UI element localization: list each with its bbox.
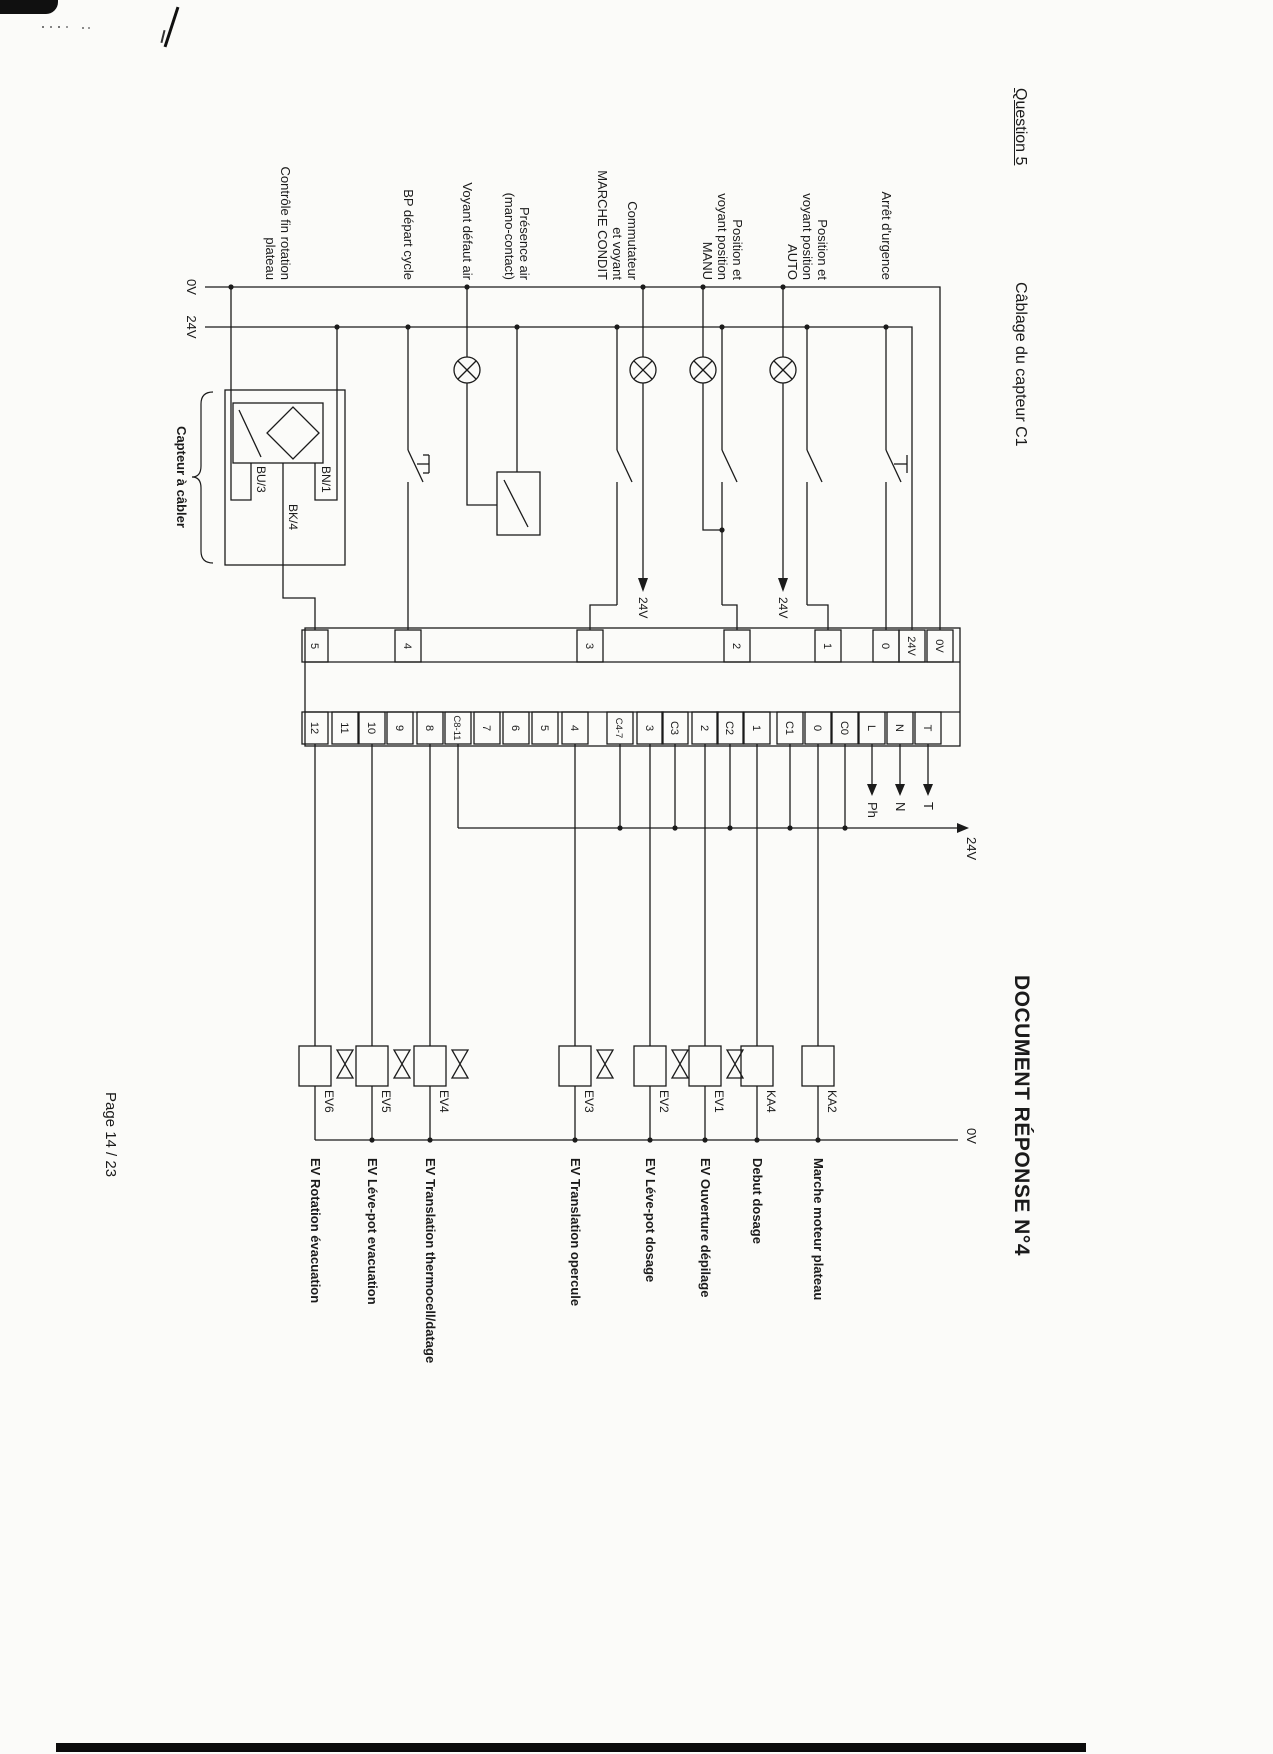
output-terminal-10: 10 xyxy=(365,722,377,734)
input-label-position-auto: Position et voyant position AUTO xyxy=(784,193,830,280)
circuit-position-manu xyxy=(689,284,738,630)
document-title: DOCUMENT RÉPONSE N°4 xyxy=(1010,975,1033,1256)
tag-ka4: KA4 xyxy=(764,1090,778,1113)
output-terminal-7: 7 xyxy=(480,725,492,731)
tag-ev3: EV3 xyxy=(582,1090,596,1113)
output-terminal-c1: C1 xyxy=(783,721,795,735)
tag-ka2: KA2 xyxy=(825,1090,839,1113)
mains-t-label: T xyxy=(921,802,936,810)
commons-bus-24v-label: 24V xyxy=(964,837,979,860)
output-terminal-9: 9 xyxy=(393,725,405,731)
circuit-bp-depart xyxy=(405,324,430,630)
sensor-bu-label: BU/3 xyxy=(254,466,268,493)
logic-module xyxy=(301,627,961,747)
commons-24v-bus xyxy=(457,744,969,833)
output-terminal-4: 4 xyxy=(568,725,580,731)
auto-lamp-24v-annotation: 24V xyxy=(776,597,790,618)
mains-arrows xyxy=(867,744,933,796)
rail-24v-label: 24V xyxy=(184,315,199,338)
supply-rails xyxy=(205,286,941,630)
input-terminal-0v: 0V xyxy=(933,639,945,653)
input-label-voyant-defaut-air: Voyant défaut air xyxy=(460,182,475,280)
input-label-presence-air: Présence air (mano-contact) xyxy=(501,192,532,280)
tag-ev1: EV1 xyxy=(712,1090,726,1113)
output-actuators xyxy=(298,744,958,1143)
input-terminal-3: 3 xyxy=(583,643,595,649)
input-label-arret-urgence: Arrêt d'urgence xyxy=(879,191,894,280)
output-terminal-c8-11: C8-11 xyxy=(451,715,462,740)
rail-0v-label: 0V xyxy=(184,279,199,295)
output-terminal-2: 2 xyxy=(698,725,710,731)
subtitle-heading: Câblage du capteur C1 xyxy=(1012,282,1029,447)
input-terminal-1: 1 xyxy=(821,643,833,649)
output-terminal-c0: C0 xyxy=(838,721,850,735)
input-terminal-0: 0 xyxy=(879,643,891,649)
output-terminal-n: N xyxy=(893,724,905,732)
output-label-leve-pot-evacuation: EV Léve-pot evacuation xyxy=(365,1158,380,1305)
sensor-caption: Capteur à câbler xyxy=(174,426,189,528)
tag-ev5: EV5 xyxy=(379,1090,393,1113)
output-terminal-1: 1 xyxy=(750,725,762,731)
output-label-ouverture-depilage: EV Ouverture dépilage xyxy=(698,1158,713,1297)
output-label-translation-opercule: EV Translation opercule xyxy=(568,1158,583,1306)
output-terminal-t: T xyxy=(921,725,933,732)
mains-n-label: N xyxy=(893,802,908,811)
input-label-bp-depart-cycle: BP départ cycle xyxy=(401,189,416,280)
output-terminal-5: 5 xyxy=(538,725,550,731)
output-terminal-c4-7: C4-7 xyxy=(613,718,624,739)
input-label-position-manu: Position et voyant position MANU xyxy=(699,193,745,280)
circuit-position-auto xyxy=(769,284,829,630)
output-terminal-0: 0 xyxy=(811,725,823,731)
output-terminal-11: 11 xyxy=(338,722,350,733)
input-terminal-4: 4 xyxy=(401,643,413,649)
tag-ev4: EV4 xyxy=(437,1090,451,1113)
mains-ph-label: Ph xyxy=(865,802,880,818)
return-bus-0v-label: 0V xyxy=(964,1128,979,1144)
input-terminal-24v: 24V xyxy=(905,636,917,656)
marche-lamp-24v-annotation: 24V xyxy=(636,597,650,618)
scan-artifact-corner-blob xyxy=(0,0,58,14)
page-number: Page 14 / 23 xyxy=(102,1092,119,1178)
output-terminal-8: 8 xyxy=(423,725,435,731)
output-label-leve-pot-dosage: EV Léve-pot dosage xyxy=(643,1158,658,1282)
output-terminal-c3: C3 xyxy=(668,721,680,735)
input-label-controle-fin-rotation: Contrôle fin rotation plateau xyxy=(262,166,293,280)
input-label-marche-condit: Commutateur et voyant MARCHE CONDIT xyxy=(594,170,640,280)
output-terminal-c2: C2 xyxy=(723,721,735,735)
sensor-bk-label: BK/4 xyxy=(286,504,300,530)
output-label-translation-thermocell: EV Translation thermocell/datage xyxy=(423,1158,438,1363)
output-label-marche-moteur: Marche moteur plateau xyxy=(811,1158,826,1300)
question-heading: Question 5 xyxy=(1012,88,1029,166)
scan-artifact-bottom-bar xyxy=(56,1743,1086,1752)
sensor-bn-label: BN/1 xyxy=(319,466,333,493)
sensor-capteur-c1 xyxy=(191,284,346,630)
output-terminal-l: L xyxy=(865,725,877,731)
output-label-rotation-evacuation: EV Rotation évacuation xyxy=(308,1158,323,1303)
output-label-debut-dosage: Debut dosage xyxy=(750,1158,765,1244)
circuit-presence-air xyxy=(453,284,541,536)
scan-artifact-dust xyxy=(42,26,44,28)
circuit-marche-condit xyxy=(589,284,657,630)
output-terminal-3: 3 xyxy=(643,725,655,731)
circuit-arret-urgence xyxy=(883,324,908,630)
tag-ev2: EV2 xyxy=(657,1090,671,1113)
output-terminal-6: 6 xyxy=(509,725,521,731)
output-terminal-12: 12 xyxy=(308,722,320,734)
tag-ev6: EV6 xyxy=(322,1090,336,1113)
input-terminal-5: 5 xyxy=(308,643,320,649)
input-terminal-2: 2 xyxy=(730,643,742,649)
